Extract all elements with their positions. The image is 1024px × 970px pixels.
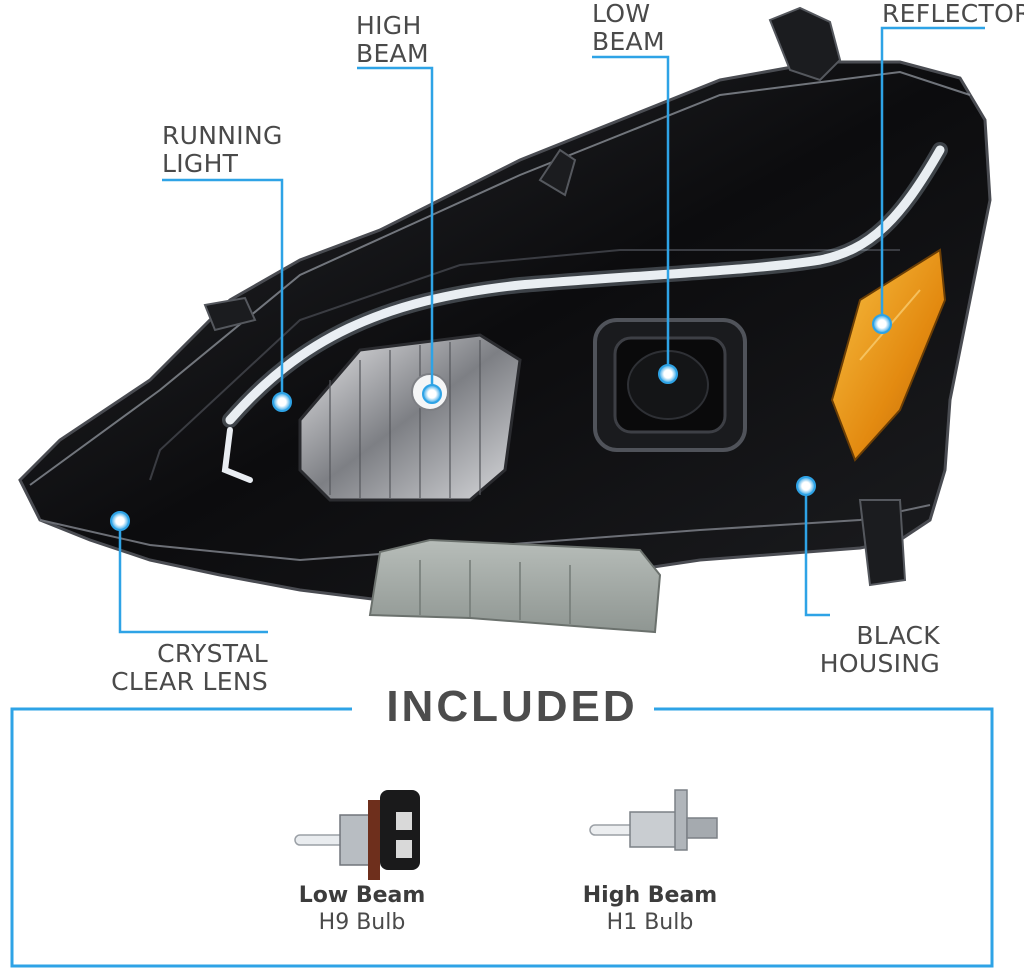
low-beam-projector (593, 318, 747, 452)
callout-high-beam: HIGH BEAM (356, 12, 429, 68)
callout-high-beam-line1: HIGH (356, 11, 422, 40)
leader-reflector (880, 26, 985, 324)
callout-dots (110, 314, 892, 531)
callout-low-beam-line1: LOW (592, 0, 651, 28)
h9-bulb-image (294, 790, 420, 880)
included-frame (10, 707, 994, 968)
bulb-type-low-beam: H9 Bulb (318, 910, 406, 935)
callout-black-housing-line2: HOUSING (819, 649, 940, 678)
callout-crystal-clear-lens-line1: CRYSTAL (157, 639, 268, 668)
leader-black-housing (804, 486, 830, 617)
mounting-tabs (203, 6, 907, 587)
callout-reflector-line1: REFLECTOR (882, 0, 1024, 28)
bulb-type-high-beam: H1 Bulb (606, 910, 694, 935)
h1-bulb-image (589, 789, 718, 851)
running-light-strip (221, 142, 948, 483)
bulb-caption-high-beam: High Beam H1 Bulb (550, 882, 750, 936)
callout-black-housing-line1: BLACK (856, 621, 940, 650)
bulb-name-low-beam: Low Beam (298, 883, 426, 908)
included-heading-text: INCLUDED (370, 682, 654, 731)
bulb-caption-low-beam: Low Beam H9 Bulb (262, 882, 462, 936)
leader-high-beam (357, 66, 434, 394)
callout-reflector: REFLECTOR (882, 0, 1024, 28)
leader-running-light (162, 178, 284, 402)
headlight-housing (18, 60, 992, 602)
callout-black-housing: BLACK HOUSING (820, 622, 940, 678)
callout-running-light-line2: LIGHT (162, 149, 239, 178)
callout-low-beam: LOW BEAM (592, 0, 665, 56)
callout-high-beam-line2: BEAM (356, 39, 429, 68)
callout-running-light: RUNNING LIGHT (162, 122, 283, 178)
callout-crystal-clear-lens: CRYSTAL CLEAR LENS (111, 640, 268, 696)
callout-leaders (118, 26, 985, 634)
wiring-connector (368, 538, 662, 634)
bulb-name-high-beam: High Beam (582, 883, 718, 908)
callout-low-beam-line2: BEAM (592, 27, 665, 56)
leader-low-beam (592, 55, 670, 374)
leader-crystal-clear-lens (118, 521, 268, 634)
included-heading: INCLUDED (0, 682, 1024, 732)
callout-running-light-line1: RUNNING (162, 121, 283, 150)
callout-crystal-clear-lens-line2: CLEAR LENS (111, 667, 268, 696)
